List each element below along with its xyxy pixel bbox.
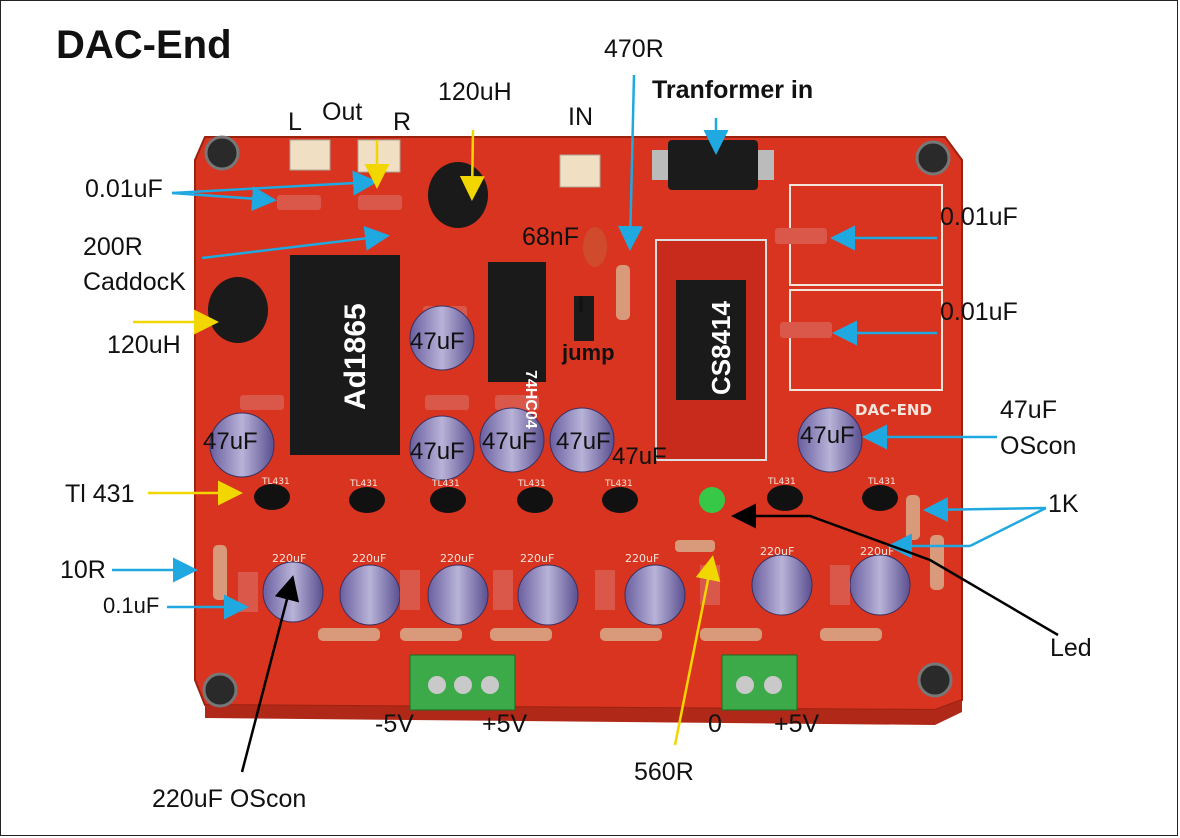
silk-220uf-7: 220uF (860, 545, 894, 558)
cap-label-47uf-4: 47uF (482, 428, 537, 455)
chip-label-cs8414: CS8414 (706, 301, 736, 395)
label-inductor-top: 120uH (438, 78, 512, 106)
label-tl431: Tl 431 (65, 480, 135, 508)
cap-label-47uf-3: 47uF (410, 438, 465, 465)
label-out-left: L (288, 108, 302, 136)
label-jumper-mark: I (578, 292, 585, 317)
chip-label-74hc04: 74HC04 (522, 370, 539, 429)
silk-220uf-3: 220uF (440, 552, 474, 565)
silk-220uf-4: 220uF (520, 552, 554, 565)
label-inductor-left: 120uH (107, 331, 181, 359)
silk-220uf-6: 220uF (760, 545, 794, 558)
label-oscon-text: OScon (1000, 432, 1077, 460)
cap-label-47uf-6: 47uF (612, 443, 667, 470)
power-terminal-blocks (409, 654, 798, 711)
label-jump: jump (562, 340, 615, 365)
label-plus5v-b: +5V (774, 710, 820, 738)
label-plus5v-a: +5V (482, 710, 528, 738)
label-out-right: R (393, 108, 412, 136)
small-caps-top (583, 227, 630, 320)
label-1k: 1K (1048, 490, 1079, 518)
label-oscon-47uf: 47uF (1000, 396, 1057, 424)
chip-label-ad1865: Ad1865 (339, 303, 372, 410)
label-470r: 470R (604, 35, 664, 63)
ic-chips (290, 239, 767, 461)
label-cap-001-right-bottom: 0.01uF (940, 298, 1018, 326)
label-560r: 560R (634, 758, 694, 786)
resistors (213, 495, 944, 641)
label-in: IN (568, 103, 593, 131)
silk-220uf-5: 220uF (625, 552, 659, 565)
label-68nf: 68nF (522, 223, 579, 251)
label-led: Led (1050, 634, 1092, 662)
label-zero-v: 0 (708, 710, 722, 738)
label-200r: 200R (83, 233, 143, 261)
label-cap-001-left: 0.01uF (85, 175, 163, 203)
cap-label-47uf-5: 47uF (556, 428, 611, 455)
yellow-callout-arrows (133, 129, 721, 746)
silk-tl431-5: TL431 (604, 479, 633, 489)
label-0-1uf: 0.1uF (103, 593, 160, 618)
transformer-part (652, 140, 774, 190)
silk-220uf-1: 220uF (272, 552, 306, 565)
blue-callout-arrows (112, 74, 1047, 620)
label-out: Out (322, 98, 363, 126)
silk-board-title: DAC-END (855, 401, 932, 419)
label-transformer: Tranformer in (652, 76, 814, 104)
label-cap-001-right-top: 0.01uF (940, 203, 1018, 231)
label-caddock: CaddocK (83, 268, 186, 296)
silk-tl431-1: TL431 (261, 477, 290, 487)
label-220uf-oscon: 220uF OScon (152, 785, 307, 813)
electrolytic-capacitors-47uf (209, 305, 863, 481)
cap-label-47uf-1: 47uF (410, 328, 465, 355)
silk-220uf-2: 220uF (352, 552, 386, 565)
silk-tl431-2: TL431 (349, 479, 378, 489)
black-callout-arrows (240, 503, 1059, 773)
label-10r: 10R (60, 556, 106, 584)
label-minus5v: -5V (375, 710, 414, 738)
silk-tl431-6: TL431 (767, 477, 796, 487)
diagram-title: DAC-End (56, 23, 232, 67)
silk-tl431-3: TL431 (431, 479, 460, 489)
cap-label-47uf-2: 47uF (203, 428, 258, 455)
led-part (699, 487, 725, 513)
silk-tl431-4: TL431 (517, 479, 546, 489)
silk-tl431-7: TL431 (867, 477, 896, 487)
tl431-regulators (254, 484, 898, 513)
mounting-screws (202, 135, 953, 708)
cap-label-47uf-7: 47uF (800, 422, 855, 449)
